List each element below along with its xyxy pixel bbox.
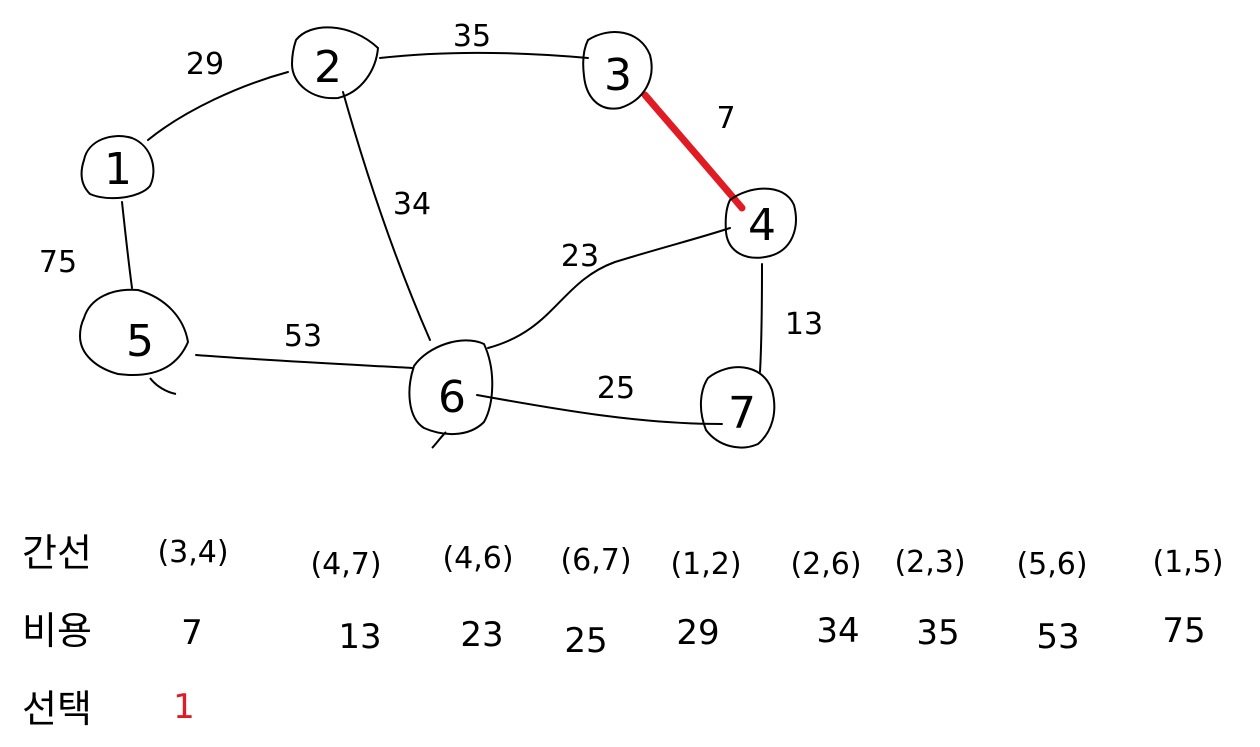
edge-2-3 [379, 51, 589, 59]
node-2-outline [290, 26, 380, 100]
cost-cell-7: 53 [1036, 617, 1079, 657]
node-labels: 1 2 3 4 5 6 7 [104, 42, 776, 439]
row-header-edges: 간선 [22, 531, 92, 575]
node-label-6: 6 [438, 372, 466, 423]
weight-label-2-6: 34 [393, 187, 431, 222]
cost-cell-4: 29 [676, 613, 719, 653]
weight-label-2-3: 35 [453, 19, 491, 54]
node-3-outline [582, 31, 653, 110]
node-label-3: 3 [604, 50, 632, 101]
weight-label-6-7: 25 [597, 371, 635, 406]
weight-label-4-7: 13 [785, 307, 823, 342]
node-label-7: 7 [728, 388, 756, 439]
node-label-1: 1 [104, 144, 132, 195]
weight-label-1-2: 29 [186, 47, 224, 82]
cost-row: 7 13 23 25 29 34 35 53 75 [181, 611, 1205, 661]
cost-cell-6: 35 [916, 613, 959, 653]
cost-cell-2: 23 [460, 615, 503, 655]
weight-label-5-6: 53 [284, 319, 322, 354]
node-label-2: 2 [314, 42, 342, 93]
edge-cell-0: (3,4) [157, 535, 228, 570]
edge-5-6 [195, 354, 413, 369]
edge-cell-3: (6,7) [560, 543, 631, 578]
weight-label-3-4: 7 [716, 101, 735, 136]
cost-cell-8: 75 [1162, 611, 1205, 651]
node-7-outline [700, 366, 776, 449]
edge-weight-labels: 29 35 7 34 75 53 23 13 25 [39, 19, 823, 406]
edge-cell-6: (2,3) [894, 545, 965, 580]
edge-cell-4: (1,2) [670, 547, 741, 582]
edge-cell-2: (4,6) [442, 541, 513, 576]
node-4-outline [724, 187, 797, 259]
edge-cell-8: (1,5) [1152, 545, 1223, 580]
weight-label-6-4: 23 [561, 239, 599, 274]
selected-cell-0: 1 [173, 687, 195, 727]
edge-2-6 [342, 91, 431, 341]
cost-cell-1: 13 [338, 617, 381, 657]
cost-cell-0: 7 [181, 613, 203, 653]
edge-1-5 [121, 201, 133, 289]
edge-cell-1: (4,7) [310, 547, 381, 582]
row-header-selected: 선택 [22, 687, 92, 731]
edge-cell-7: (5,6) [1016, 547, 1087, 582]
node-6-outline [408, 339, 494, 449]
node-label-5: 5 [126, 316, 154, 367]
edge-4-7 [759, 263, 763, 373]
edge-3-4-selected [641, 91, 746, 212]
node-label-4: 4 [748, 200, 776, 251]
nodes [78, 26, 797, 449]
cost-cell-3: 25 [564, 621, 607, 661]
edge-6-4 [487, 227, 731, 349]
edge-row: (3,4) (4,7) (4,6) (6,7) (1,2) (2,6) (2,3… [157, 535, 1223, 582]
weight-label-1-5: 75 [39, 245, 77, 280]
edge-6-7 [476, 394, 723, 425]
kruskal-table: 간선 비용 선택 (3,4) (4,7) (4,6) (6,7) (1,2) (… [22, 531, 1224, 731]
selected-row: 1 [173, 687, 195, 727]
row-header-costs: 비용 [22, 609, 92, 653]
edge-1-2 [147, 71, 289, 141]
edge-cell-5: (2,6) [790, 547, 861, 582]
node-1-outline [80, 135, 155, 200]
node-5-outline [78, 288, 190, 395]
edges [121, 51, 763, 425]
cost-cell-5: 34 [816, 611, 859, 651]
